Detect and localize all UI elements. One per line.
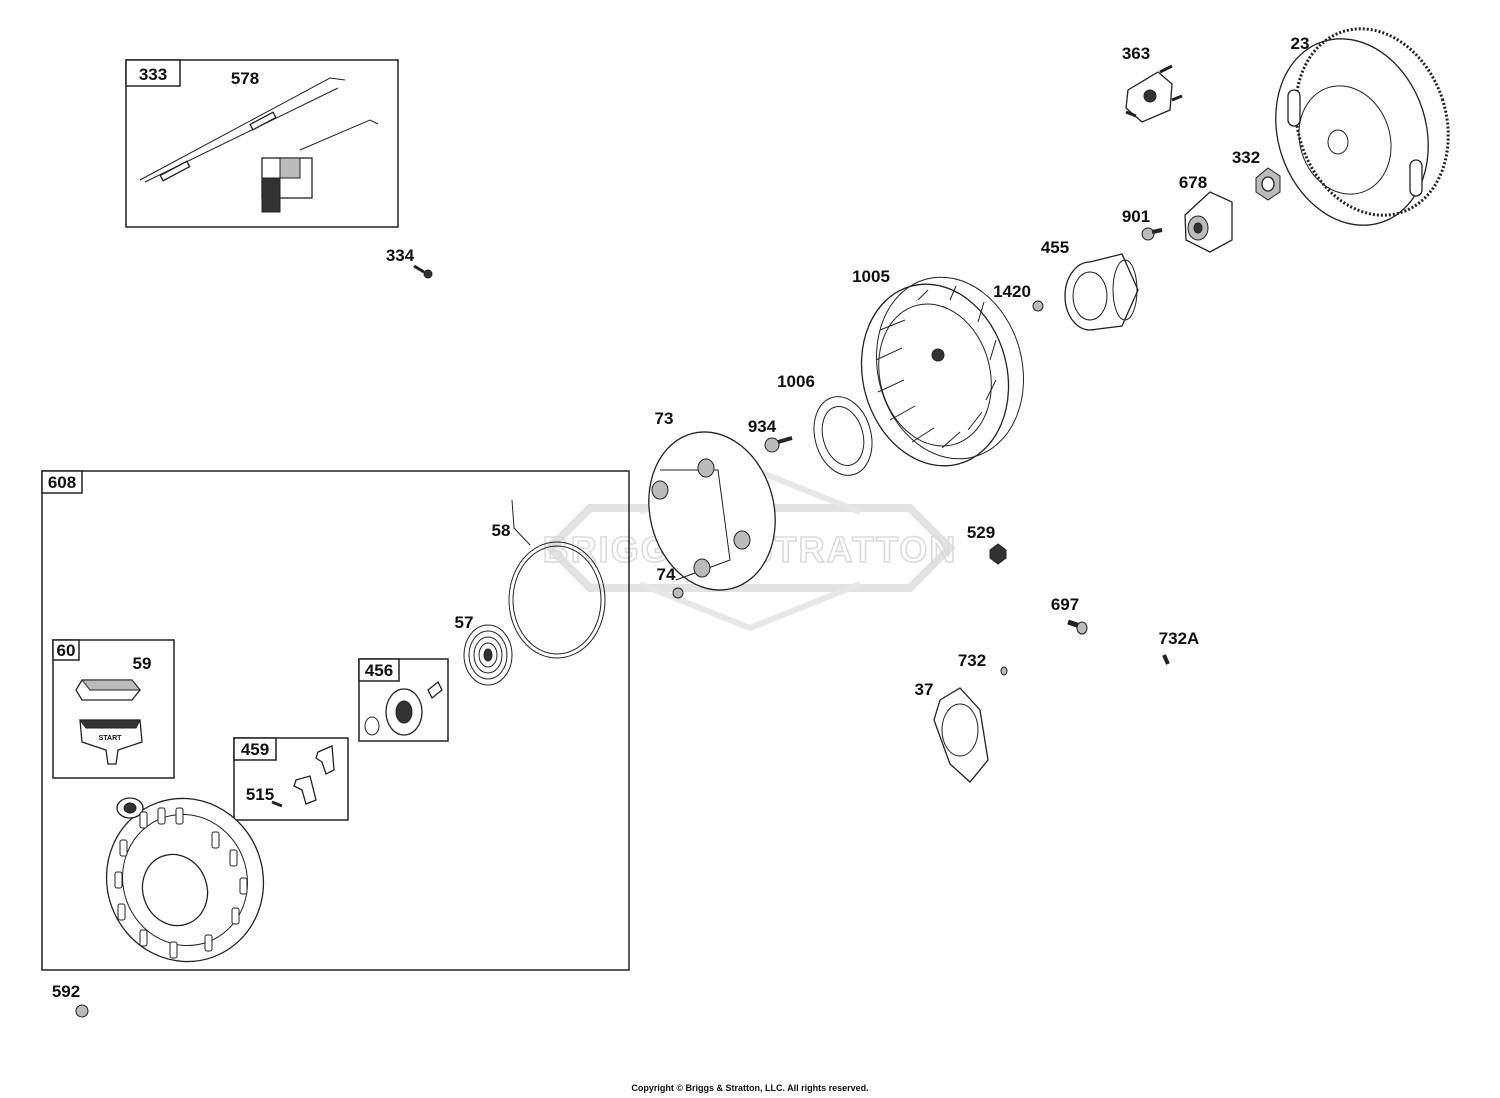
callout-332: 332	[1232, 148, 1260, 167]
pulley-456	[364, 680, 443, 736]
box-456-label: 456	[365, 661, 393, 680]
flywheel-fan-1005	[860, 276, 1025, 467]
box-459: 459	[233, 737, 349, 821]
callout-57: 57	[455, 613, 474, 632]
screw-334	[413, 264, 433, 279]
callout-697: 697	[1051, 595, 1079, 614]
box-459-label: 459	[241, 740, 269, 759]
callout-labels: 23 363 332 678 901 455 1420 1005 1006 93…	[52, 34, 1310, 1001]
box-608-label: 608	[48, 473, 76, 492]
pin-732A	[1162, 654, 1170, 665]
callout-455: 455	[1041, 238, 1069, 257]
callout-529: 529	[967, 523, 995, 542]
screw-74	[672, 587, 684, 599]
screw-1420	[1032, 300, 1044, 312]
callout-515: 515	[246, 785, 274, 804]
callout-901: 901	[1122, 207, 1150, 226]
wire-harness-578	[139, 77, 379, 213]
callout-363: 363	[1122, 44, 1150, 63]
callout-578: 578	[231, 69, 259, 88]
callout-37: 37	[915, 680, 934, 699]
copyright-notice: Copyright © Briggs & Stratton, LLC. All …	[631, 1083, 869, 1093]
box-60-label: 60	[57, 641, 76, 660]
box-333: 333	[125, 59, 399, 228]
plate-37	[933, 687, 989, 783]
callout-74: 74	[657, 565, 676, 584]
screw-697	[1067, 619, 1088, 635]
starter-cup-455	[1064, 253, 1139, 331]
box-60: 60	[52, 639, 175, 779]
callout-1420: 1420	[993, 282, 1031, 301]
flywheel-23	[1275, 27, 1450, 226]
cover-73	[648, 431, 776, 591]
rope-58	[508, 499, 606, 659]
pawls-459	[271, 745, 335, 808]
pin-732	[1000, 666, 1008, 676]
callout-334: 334	[386, 246, 415, 265]
hub-678	[1184, 191, 1233, 253]
start-handle: START	[79, 719, 143, 765]
callout-592: 592	[52, 982, 80, 1001]
nut-592	[75, 1004, 89, 1018]
nut-332	[1255, 167, 1281, 201]
starter-housing	[105, 797, 265, 963]
bracket-363	[1125, 64, 1183, 123]
callout-73: 73	[655, 409, 674, 428]
part-529	[989, 543, 1007, 565]
callout-934: 934	[748, 417, 777, 436]
callout-23: 23	[1291, 34, 1310, 53]
clip-1006	[813, 396, 873, 476]
callout-59: 59	[133, 654, 152, 673]
callout-678: 678	[1179, 173, 1207, 192]
screw-901	[1141, 227, 1163, 241]
box-333-label: 333	[139, 65, 167, 84]
callout-732A: 732A	[1159, 629, 1200, 648]
callout-1006: 1006	[777, 372, 815, 391]
box-608: 608	[41, 470, 630, 971]
callout-58: 58	[492, 521, 511, 540]
spring-57	[463, 624, 513, 686]
start-handle-text: START	[99, 735, 123, 742]
screw-934	[764, 436, 793, 453]
handle-insert-59	[75, 679, 142, 701]
callout-1005: 1005	[852, 267, 890, 286]
box-456: 456	[358, 658, 449, 742]
callout-732: 732	[958, 651, 986, 670]
